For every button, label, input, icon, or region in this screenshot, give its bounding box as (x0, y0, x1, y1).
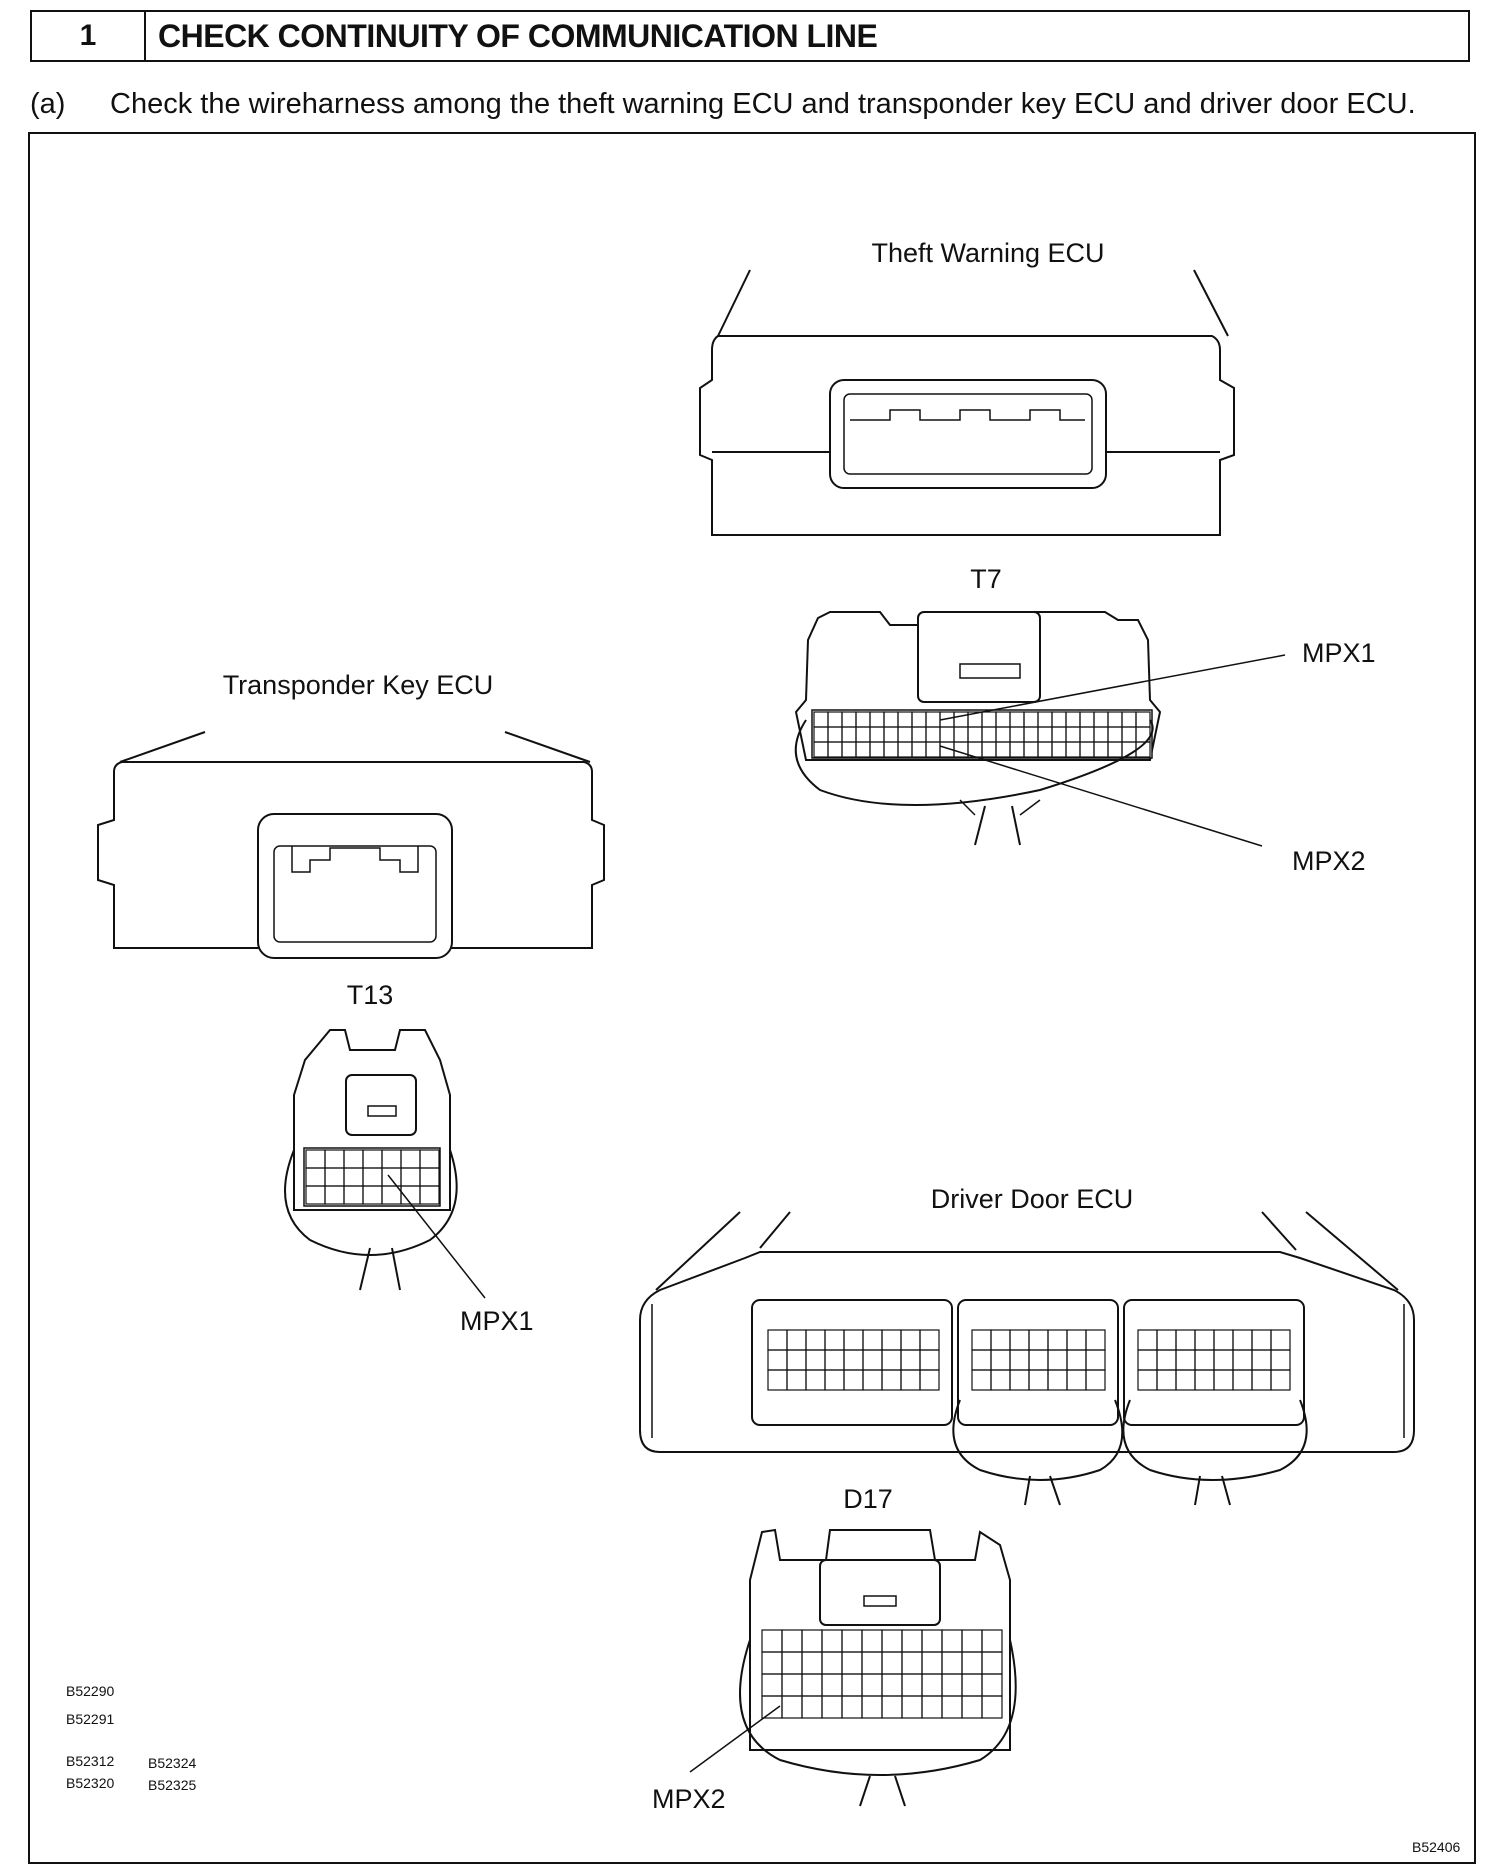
t7-mpx1-label: MPX1 (1302, 638, 1376, 668)
ref-code: B52325 (148, 1777, 196, 1793)
ref-code: B52312 (66, 1753, 114, 1769)
ref-code: B52291 (66, 1711, 114, 1727)
d17-mpx2-label: MPX2 (652, 1784, 726, 1814)
theft-warning-ecu-label: Theft Warning ECU (871, 238, 1104, 268)
t7-mpx2-label: MPX2 (1292, 846, 1366, 876)
transponder-key-ecu-drawing: Transponder Key ECU (97, 670, 605, 959)
t7-callouts: MPX1 MPX2 (939, 638, 1376, 876)
t7-connector-drawing: T7 (794, 564, 1162, 846)
theft-warning-ecu-drawing: Theft Warning ECU (699, 238, 1235, 536)
ref-code: B52406 (1412, 1839, 1460, 1855)
t13-mpx1-label: MPX1 (460, 1306, 534, 1336)
d17-label: D17 (843, 1484, 893, 1514)
wiring-diagram-frame (28, 132, 1476, 1864)
d17-connector-drawing: D17 (739, 1484, 1017, 1807)
t13-callout: MPX1 (387, 1174, 534, 1336)
instruction-text: Check the wireharness among the theft wa… (110, 88, 1416, 120)
driver-door-ecu-drawing: Driver Door ECU (639, 1184, 1415, 1506)
transponder-key-ecu-label: Transponder Key ECU (223, 670, 494, 700)
t7-label: T7 (970, 564, 1002, 594)
ref-code: B52290 (66, 1683, 114, 1699)
ref-code: B52320 (66, 1775, 114, 1791)
t13-label: T13 (347, 980, 394, 1010)
t13-connector-drawing: T13 (284, 980, 458, 1291)
ref-code: B52324 (148, 1755, 196, 1771)
reference-codes: B52290 B52291 B52312 B52320 B52324 B5232… (66, 1683, 1460, 1855)
instruction-line: (a) Check the wireharness among the theft… (30, 88, 1480, 121)
driver-door-ecu-label: Driver Door ECU (931, 1184, 1134, 1214)
step-title: CHECK CONTINUITY OF COMMUNICATION LINE (158, 17, 878, 54)
instruction-label: (a) (30, 88, 66, 120)
step-header: 1 CHECK CONTINUITY OF COMMUNICATION LINE (30, 10, 1470, 62)
d17-callout: MPX2 (652, 1705, 781, 1814)
step-number: 1 (32, 12, 146, 60)
